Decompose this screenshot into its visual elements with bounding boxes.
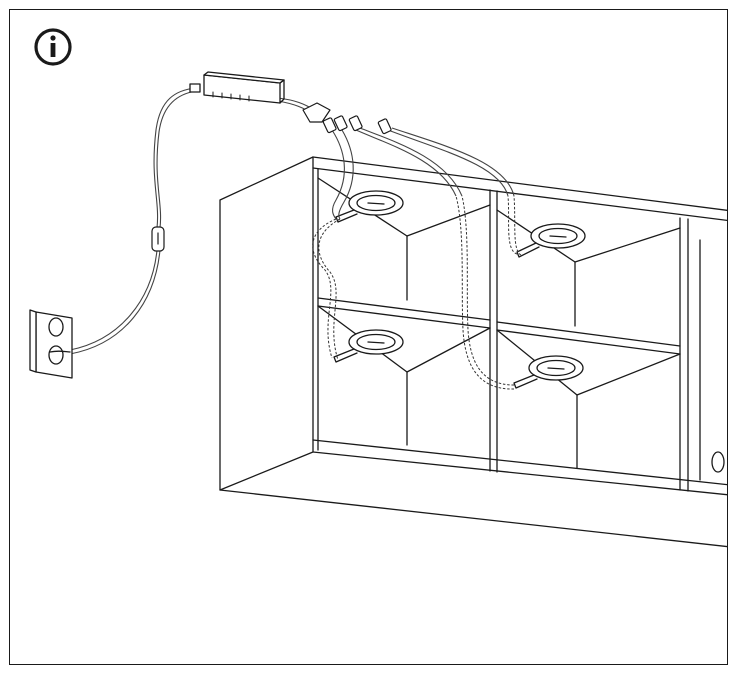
info-icon (34, 28, 72, 66)
inline-switch-icon (151, 226, 165, 252)
wall-cabinet (219, 156, 727, 548)
driver-box-icon (189, 71, 285, 104)
hidden-cable-routes (312, 195, 522, 390)
spotlight-bottom-right (513, 355, 584, 389)
spotlight-bottom-left (333, 329, 404, 363)
cable-splitter-icon (302, 102, 392, 135)
wall-outlet-icon (29, 309, 73, 379)
spotlight-top-left (335, 190, 404, 223)
spotlight-top-right (516, 223, 586, 258)
